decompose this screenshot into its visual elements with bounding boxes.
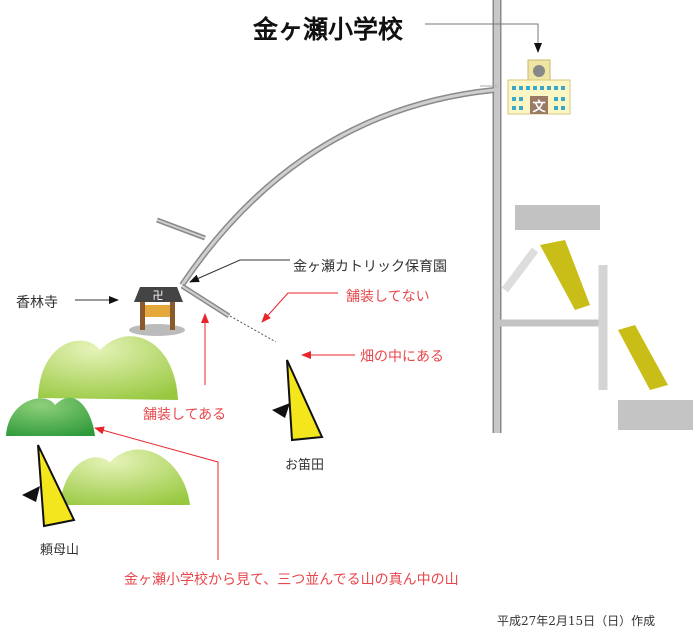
svg-text:卍: 卍 [153, 289, 164, 302]
svg-text:文: 文 [532, 99, 546, 115]
tanomoyama-sign-icon [22, 444, 76, 528]
label-temple: 香林寺 [16, 295, 58, 311]
label-nursery: 金ヶ瀬カトリック保育園 [293, 259, 447, 275]
label-in-field: 畑の中にある [360, 349, 444, 365]
label-tanomoyama: 頼母山 [40, 543, 80, 558]
hills [6, 336, 190, 505]
temple-icon: 卍 [129, 287, 185, 336]
creation-date: 平成27年2月15日（日）作成 [497, 614, 656, 628]
label-mountain-note: 金ヶ瀬小学校から見て、三つ並んでる山の真ん中の山 [124, 572, 459, 588]
ofueda-sign-icon [272, 359, 324, 442]
label-paved: 舗装してある [143, 407, 227, 423]
label-unpaved: 舗装してない [346, 289, 430, 305]
school-icon: 文 [507, 59, 571, 115]
label-ofueda: お笛田 [285, 458, 325, 473]
roads [156, 0, 693, 433]
page-title: 金ヶ瀬小学校 [253, 15, 404, 44]
